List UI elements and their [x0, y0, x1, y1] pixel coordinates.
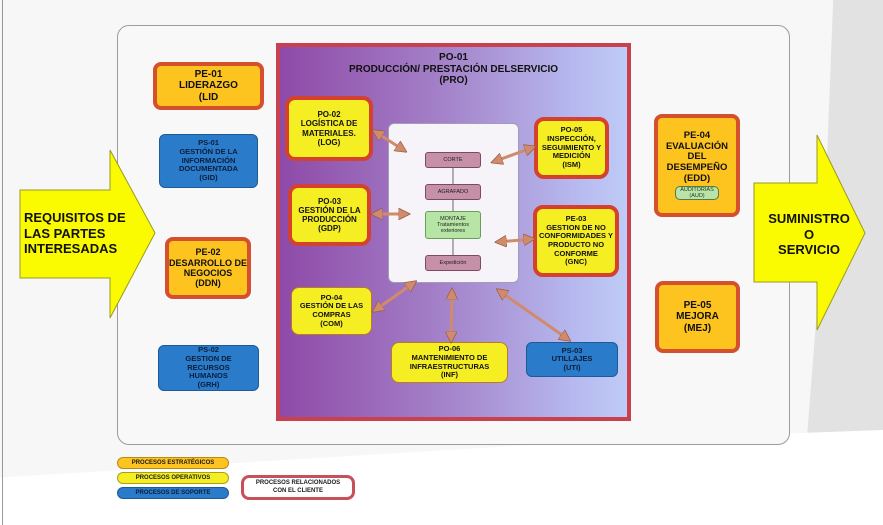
process-name: AUDITORIAS: [680, 187, 714, 194]
step-label: MONTAJE: [440, 215, 466, 222]
po01-title: PO-01 PRODUCCIÓN/ PRESTACIÓN DELSERVICIO…: [280, 52, 627, 87]
legend-label: PROCESOS RELACIONADOS: [255, 480, 341, 486]
process-po02[interactable]: PO-02 LOGÍSTICA DE MATERIALES. (LOG): [285, 96, 373, 161]
legend-client: PROCESOS RELACIONADOS CON EL CLIENTE: [241, 475, 355, 500]
output-line-2: O: [803, 226, 815, 242]
flow-step-agrafado[interactable]: AGRAFADO: [425, 184, 481, 200]
process-ps01[interactable]: PS-01 GESTIÓN DE LA INFORMACIÓN DOCUMENT…: [159, 134, 258, 188]
process-code: PE-03: [565, 214, 587, 224]
process-pe04[interactable]: PE-04 EVALUACIÓN DEL DESEMPEÑO (EDD) AUD…: [654, 114, 740, 217]
legend-label: PROCESOS DE SOPORTE: [135, 490, 211, 496]
process-po04[interactable]: PO-04 GESTIÓN DE LAS COMPRAS (COM): [291, 287, 372, 335]
output-line-3: SERVICIO: [778, 242, 840, 258]
slide-edge: [2, 0, 3, 525]
input-arrow-label: REQUISITOS DE LAS PARTES INTERESADAS: [24, 210, 126, 257]
process-code: PO-01: [439, 52, 468, 63]
process-abbr: (UTI): [563, 362, 581, 372]
process-name: GESTION DE RECURSOS HUMANOS: [185, 354, 232, 381]
process-abbr: (DDN): [195, 278, 221, 289]
process-name: MEJORA: [676, 311, 719, 323]
process-name: UTILLAJES: [551, 354, 593, 364]
process-code: PO-03: [317, 196, 342, 206]
process-pe03[interactable]: PE-03 GESTION DE NO CONFORMIDADES Y PROD…: [533, 205, 619, 277]
process-ps02[interactable]: PS-02 GESTION DE RECURSOS HUMANOS (GRH): [158, 345, 259, 391]
step-label: AGRAFADO: [437, 188, 469, 195]
process-name: DESARROLLO DE NEGOCIOS: [169, 257, 248, 278]
process-code: PS-03: [561, 345, 583, 355]
process-po03[interactable]: PO-03 GESTIÓN DE LA PRODUCCIÓN (GDP): [288, 184, 371, 246]
process-abbr: (GID): [199, 172, 218, 182]
process-code: PS-01: [198, 138, 219, 148]
process-code: PO-05: [560, 125, 583, 135]
process-pe01[interactable]: PE-01 LIDERAZGO (LID: [153, 62, 264, 110]
process-code: PE-02: [195, 247, 221, 258]
step-label: Expedición: [439, 259, 467, 266]
process-code: PE-01: [194, 68, 223, 80]
process-abbr: (GNC): [565, 257, 587, 267]
process-pe02[interactable]: PE-02 DESARROLLO DE NEGOCIOS (DDN): [165, 237, 251, 299]
output-line-1: SUMINISTRO: [768, 211, 850, 226]
flow-step-montaje[interactable]: MONTAJE Tratamientos exteriores: [425, 211, 481, 239]
process-name: LIDERAZGO: [179, 80, 238, 92]
step-sublabel: Tratamientos exteriores: [437, 221, 469, 235]
process-po05[interactable]: PO-05 INSPECCIÓN, SEGUIMIENTO Y MEDICIÓN…: [534, 117, 609, 179]
process-name: MANTENIMIENTO DE INFRAESTRUCTURAS: [409, 352, 490, 371]
process-abbr: (EDD): [683, 173, 711, 185]
process-code: PO-02: [317, 110, 341, 120]
process-name: GESTION DE NO CONFORMIDADES Y PRODUCTO N…: [538, 222, 614, 258]
legend-operative: PROCESOS OPERATIVOS: [117, 472, 229, 484]
input-line-1: REQUISITOS DE: [24, 210, 126, 225]
process-abbr: (LOG): [317, 137, 341, 147]
process-abbr: (PRO): [439, 75, 468, 86]
process-aud[interactable]: AUDITORIAS (AUD): [675, 186, 719, 201]
process-ps03[interactable]: PS-03 UTILLAJES (UTI): [526, 342, 618, 377]
process-name: GESTIÓN DE LAS COMPRAS: [299, 301, 364, 319]
process-abbr: (LID: [198, 91, 219, 103]
legend-label: CON EL CLIENTE: [273, 487, 323, 494]
legend-label: PROCESOS OPERATIVOS: [135, 475, 211, 481]
process-abbr: (INF): [440, 370, 459, 380]
process-code: PS-02: [198, 345, 219, 355]
process-code: PE-04: [683, 129, 711, 141]
process-pe05[interactable]: PE-05 MEJORA (MEJ): [655, 281, 740, 353]
process-name: GESTIÓN DE LA INFORMACIÓN DOCUMENTADA: [178, 147, 239, 174]
process-abbr: (ISM): [562, 159, 581, 169]
legend-support: PROCESOS DE SOPORTE: [117, 487, 229, 499]
input-line-3: INTERESADAS: [24, 241, 118, 257]
process-name: LOGÍSTICA DE MATERIALES.: [300, 119, 358, 138]
process-abbr: (COM): [320, 318, 343, 328]
process-name: EVALUACIÓN DEL DESEMPEÑO: [665, 140, 729, 174]
process-abbr: (GRH): [197, 379, 220, 389]
process-code: PO-04: [320, 292, 343, 302]
process-name: PRODUCCIÓN/ PRESTACIÓN DELSERVICIO: [348, 63, 559, 75]
process-abbr: (MEJ): [683, 322, 712, 334]
input-line-2: LAS PARTES: [24, 225, 106, 241]
flow-step-expedicion[interactable]: Expedición: [425, 255, 481, 271]
process-code: PO-06: [438, 344, 461, 354]
process-po06[interactable]: PO-06 MANTENIMIENTO DE INFRAESTRUCTURAS …: [391, 342, 508, 383]
process-name: GESTIÓN DE LA PRODUCCIÓN: [298, 205, 361, 224]
step-label: CORTE: [443, 156, 463, 163]
legend-strategic: PROCESOS ESTRATÉGICOS: [117, 457, 229, 469]
process-abbr: (AUD): [689, 193, 705, 200]
legend-label: PROCESOS ESTRATÉGICOS: [131, 460, 215, 466]
process-abbr: (GDP): [318, 224, 341, 234]
flow-step-corte[interactable]: CORTE: [425, 152, 481, 168]
process-name: INSPECCIÓN, SEGUIMIENTO Y MEDICIÓN: [541, 134, 602, 161]
output-arrow-label: SUMINISTRO O SERVICIO: [763, 211, 855, 258]
process-code: PE-05: [683, 299, 712, 311]
